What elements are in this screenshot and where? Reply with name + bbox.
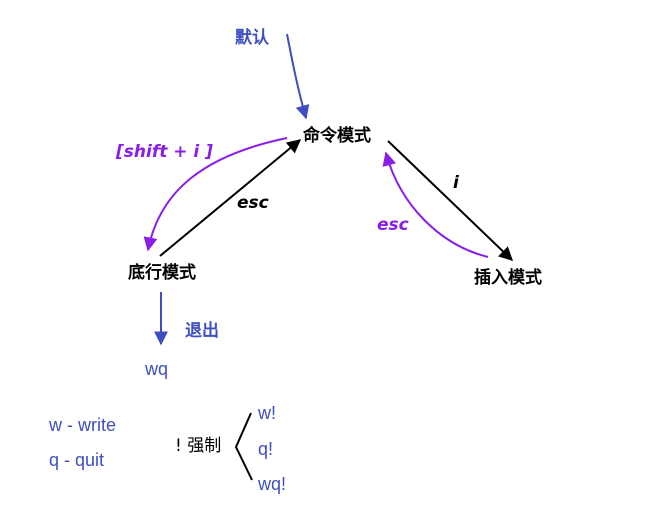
node-bottom-line-mode: 底行模式 [128, 263, 196, 283]
node-command-mode: 命令模式 [303, 126, 371, 146]
q-quit-label: q - quit [49, 450, 105, 470]
force-bracket [234, 412, 253, 481]
arrow-bottom-to-command [159, 139, 302, 257]
esc-label-bottom: esc [237, 193, 269, 213]
node-insert-mode: 插入模式 [474, 268, 542, 288]
arrow-default-to-command [286, 33, 310, 120]
quit-label: 退出 [185, 321, 219, 341]
i-key-label: i [453, 173, 459, 193]
shift-i-label: [shift + i ] [116, 142, 213, 162]
arrow-insert-to-command [382, 151, 489, 258]
arrow-command-to-bottom [143, 137, 288, 252]
default-label: 默认 [235, 28, 269, 48]
w-bang-label: w! [258, 403, 276, 423]
esc-label-insert: esc [377, 215, 409, 235]
w-write-label: w - write [49, 415, 116, 435]
wq-bang-label: wq! [258, 474, 287, 494]
arrow-command-to-insert [387, 140, 514, 261]
force-label: ! 强制 [175, 436, 222, 456]
q-bang-label: q! [258, 439, 274, 459]
wq-label: wq [145, 359, 169, 379]
